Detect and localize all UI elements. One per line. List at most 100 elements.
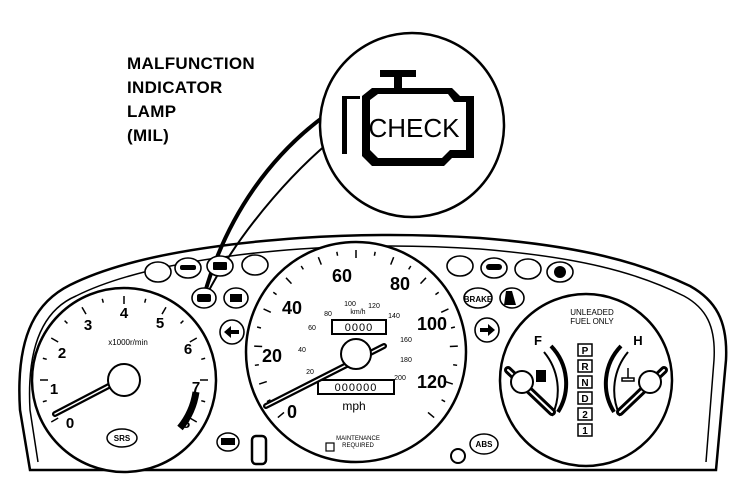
gear-position-indicator: P R N D 2 1 — [577, 343, 593, 437]
odometer-value: 000000 — [335, 382, 378, 394]
dial-tick — [435, 291, 440, 296]
gear-letter: 1 — [582, 426, 588, 437]
dial-tick — [272, 291, 277, 296]
temp-hot-mark: H — [633, 333, 642, 348]
srs-label: SRS — [114, 434, 131, 443]
mil-callout-label: MALFUNCTION INDICATOR LAMP (MIL) — [127, 52, 255, 148]
dial-tick — [300, 265, 304, 270]
dial-tick — [101, 298, 105, 303]
dial-tick — [440, 308, 449, 313]
tach-number: 8 — [182, 415, 190, 432]
dial-tick — [336, 251, 339, 256]
abs-indicator — [469, 433, 499, 455]
dial-tick — [450, 326, 456, 329]
kmh-number: 160 — [400, 337, 412, 344]
dial-tick — [254, 364, 259, 367]
fuel-label-1: UNLEADED — [570, 308, 614, 317]
speedometer: 0 20 40 60 80 100 120 20 40 60 80 100 12… — [244, 240, 468, 464]
maintenance-label-2: REQUIRED — [342, 443, 374, 449]
kmh-unit: km/h — [350, 309, 365, 316]
mil-magnifier: CHECK — [318, 31, 506, 219]
callout-line-2: INDICATOR — [127, 78, 223, 97]
callout-line-4: (MIL) — [127, 126, 170, 145]
dial-tick — [277, 411, 285, 419]
mph-number: 40 — [282, 298, 302, 318]
check-engine-icon: CHECK — [342, 70, 474, 166]
tach-number: 6 — [184, 341, 192, 358]
speedo-ticks — [254, 250, 458, 419]
callout-line-3: LAMP — [127, 102, 177, 121]
dial-tick — [256, 326, 262, 329]
tach-number: 4 — [120, 305, 129, 322]
gear-letter: N — [581, 378, 588, 389]
dial-tick — [42, 399, 47, 403]
mph-number: 120 — [417, 372, 447, 392]
tach-number: 7 — [192, 379, 200, 396]
mph-number: 0 — [287, 402, 297, 422]
tach-unit: x1000r/min — [108, 338, 148, 347]
dial-tick — [285, 277, 293, 285]
upper-indicator-symbols — [180, 262, 566, 305]
kmh-number: 60 — [308, 325, 316, 332]
kmh-number: 120 — [368, 303, 380, 310]
tach-number: 0 — [66, 415, 74, 432]
knob-icon — [450, 448, 466, 464]
lower-right-indicators: ABS — [450, 433, 499, 464]
dial-tick — [258, 380, 268, 385]
dial-tick — [50, 417, 59, 423]
dial-tick — [266, 399, 271, 403]
tach-number: 2 — [58, 345, 66, 362]
dial-tick — [189, 337, 198, 343]
dial-tick — [317, 256, 322, 265]
left-turn-indicator — [219, 319, 245, 345]
gear-letter: P — [582, 346, 589, 357]
tach-redzone — [177, 391, 200, 431]
check-lamp-text: CHECK — [368, 113, 460, 143]
dial-tick — [441, 399, 446, 403]
kmh-number: 100 — [344, 301, 356, 308]
dial-tick — [81, 306, 87, 315]
gear-letter: R — [581, 362, 589, 373]
odometer-display — [317, 379, 395, 395]
kmh-number: 180 — [400, 357, 412, 364]
mph-number: 60 — [332, 266, 352, 286]
right-turn-indicator — [474, 317, 500, 343]
gear-letter: 2 — [582, 410, 588, 421]
dial-tick — [64, 320, 68, 324]
speedo-hub — [340, 338, 372, 370]
fuel-pump-icon — [536, 370, 546, 382]
maintenance-lamp — [325, 442, 335, 452]
tach-number: 5 — [156, 315, 164, 332]
kmh-number: 40 — [298, 347, 306, 354]
mph-number: 80 — [390, 274, 410, 294]
dial-tick — [419, 277, 427, 285]
dial-tick — [408, 265, 412, 270]
mph-number: 20 — [262, 346, 282, 366]
tachometer: 0 1 2 3 4 5 6 7 8 x1000r/min SRS — [30, 286, 218, 474]
trip-display — [331, 319, 387, 335]
kmh-number: 200 — [394, 375, 406, 382]
dial-tick — [390, 256, 395, 265]
dial-tick — [444, 380, 454, 385]
srs-indicator — [106, 428, 138, 448]
mph-number: 100 — [417, 314, 447, 334]
dial-tick — [161, 306, 167, 315]
callout-line-1: MALFUNCTION — [127, 54, 255, 73]
coolant-temp-icon — [621, 368, 635, 382]
fuel-label-2: FUEL ONLY — [570, 317, 614, 326]
lower-left-indicators — [216, 432, 268, 466]
tach-number: 3 — [84, 317, 92, 334]
kmh-number: 140 — [388, 313, 400, 320]
kmh-number: 20 — [306, 369, 314, 376]
dial-tick — [180, 320, 184, 324]
dial-tick — [263, 308, 272, 313]
dial-tick — [201, 399, 206, 403]
dial-tick — [373, 251, 376, 256]
dial-tick — [143, 298, 147, 303]
dial-tick — [201, 357, 206, 361]
dial-tick — [189, 417, 198, 423]
trip-reset-knob — [250, 434, 268, 466]
fuel-temp-gauge: UNLEADED FUEL ONLY F H P R N D 2 — [498, 292, 674, 468]
fuel-full-mark: F — [534, 333, 542, 348]
